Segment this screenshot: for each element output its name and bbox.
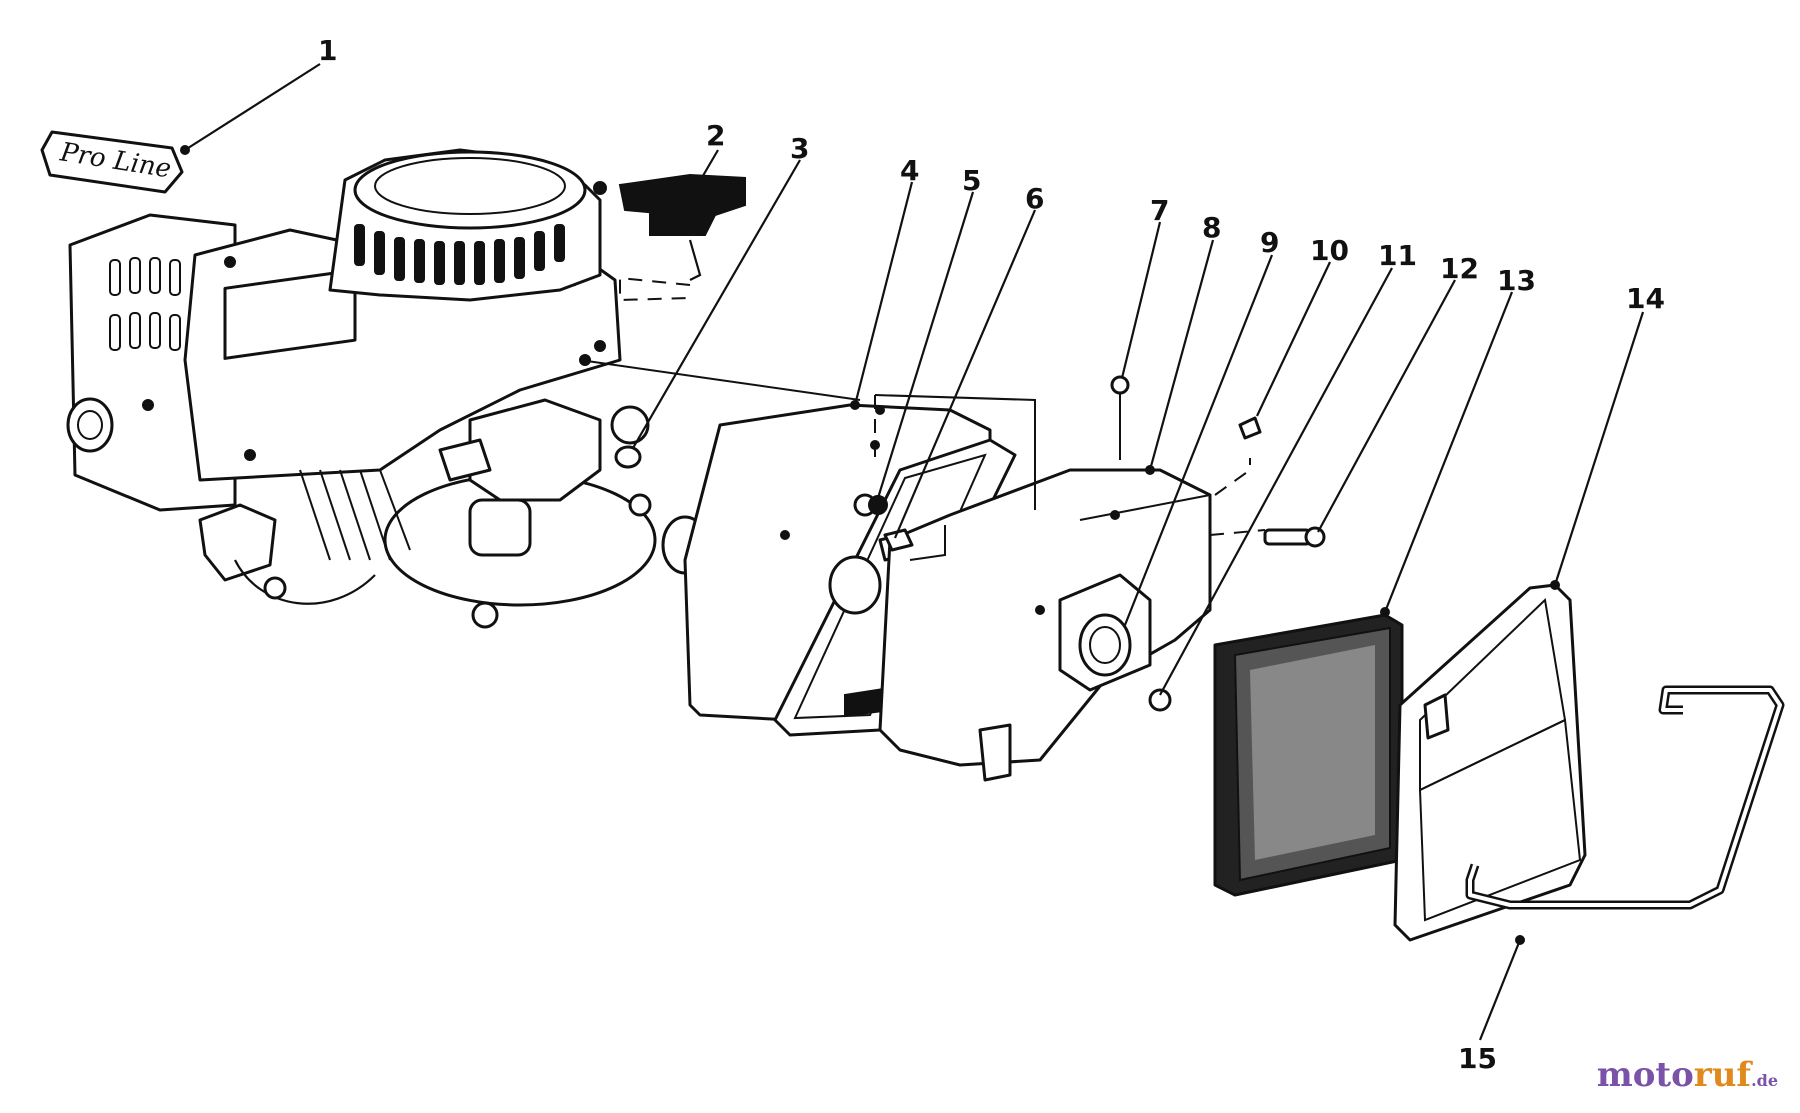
watermark-part3: .de [1751,1071,1778,1090]
callout-15: 15 [1458,1042,1497,1075]
callout-11: 11 [1378,239,1417,272]
proline-decal: Pro Line [40,130,184,194]
foam-filter [1213,613,1404,897]
callout-4: 4 [900,154,919,187]
callout-9: 9 [1260,226,1279,259]
callout-13: 13 [1497,264,1536,297]
hardware [868,375,1326,552]
leader-lines [180,63,1645,1041]
callout-6: 6 [1025,182,1044,215]
callout-12: 12 [1440,252,1479,285]
engine-assembly [66,148,657,629]
callout-3: 3 [790,132,809,165]
callout-2: 2 [706,119,725,152]
watermark-logo: motoruf.de [1597,1055,1778,1095]
callout-5: 5 [962,164,981,197]
callout-8: 8 [1202,211,1221,244]
watermark-part1: moto [1596,1055,1694,1095]
assembly-lines [579,359,1266,536]
watermark-part2: ruf [1693,1055,1752,1095]
wire-bail [1465,685,1785,910]
filter-cover [1393,583,1587,942]
air-cleaner-housing [878,468,1212,782]
throttle-control [618,173,746,302]
callout-7: 7 [1150,194,1169,227]
callout-10: 10 [1310,234,1349,267]
callout-14: 14 [1626,282,1665,315]
callout-numbers: 1 2 3 4 5 6 7 8 9 10 11 12 13 14 15 [318,34,1665,1075]
callout-1: 1 [318,34,337,67]
